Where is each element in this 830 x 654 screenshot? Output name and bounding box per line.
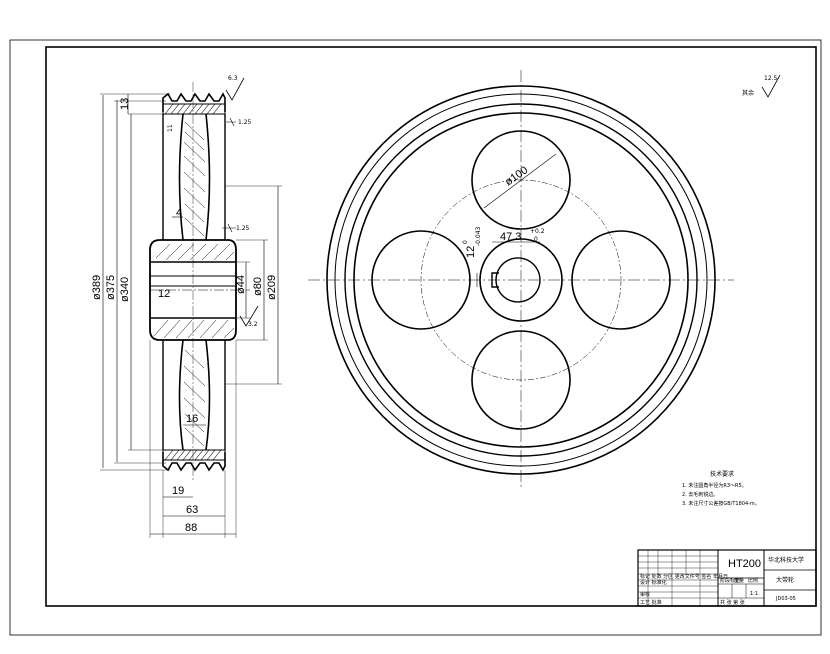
title-block-frame <box>637 549 817 607</box>
dim-44: ø44 <box>235 275 247 294</box>
bore-circle <box>495 257 541 303</box>
dim-11: 11 <box>167 124 174 132</box>
dim-12: 12 <box>158 288 170 300</box>
roughness-125-top: 1.25 <box>238 119 252 126</box>
outer-web-lines-bottom <box>162 340 226 450</box>
tech-requirement-1: 1. 未注圆角半径为R3～R5。 <box>682 482 747 489</box>
title-row-2: 设计 标准化 <box>640 579 667 586</box>
scale-value: 1:1 <box>750 591 758 597</box>
corner-roughness-label: 其余 <box>742 89 754 97</box>
title-row-4: 工艺 批准 <box>640 599 662 606</box>
dim-88: 88 <box>185 522 197 534</box>
web-lower <box>178 339 211 451</box>
drawing-number: JD03-05 <box>775 596 796 602</box>
inner-border <box>45 46 817 607</box>
outer-border <box>9 39 822 636</box>
scale-label: 比例 <box>748 577 758 584</box>
weight-label: 重量 <box>734 577 744 584</box>
dim-80: ø80 <box>252 277 264 296</box>
outer-web-lines-top <box>162 114 226 240</box>
web-upper-hatch <box>183 121 206 237</box>
dim-4: 4 <box>176 207 182 219</box>
roughness-leader-125-mid <box>222 223 236 233</box>
dim-d100: ø100 <box>503 164 530 188</box>
title-block <box>637 549 817 607</box>
corner-roughness-value: 12.5 <box>764 75 778 82</box>
hub-outline <box>149 239 237 341</box>
dim-340: ø340 <box>119 277 131 302</box>
bottom-rim-body <box>162 449 226 461</box>
dim-63: 63 <box>186 504 198 516</box>
dim-key-depth-tol-lower: 0 <box>534 236 538 243</box>
bottom-rim-hatch <box>164 449 222 461</box>
dim-key-width-tol-upper: 0 <box>462 240 469 244</box>
dim-16: 16 <box>186 413 198 425</box>
bottom-rim-grooves <box>162 452 226 472</box>
dim-13: 13 <box>119 98 131 110</box>
dim-19: 19 <box>172 485 184 497</box>
tech-requirements-title: 技术要求 <box>710 470 734 478</box>
roughness-symbol-top <box>225 77 245 101</box>
dim-key-depth: 47.3 <box>500 231 521 243</box>
front-view <box>308 70 781 490</box>
tech-requirement-3: 3. 未注尺寸公差按GB/T1804-m。 <box>682 500 760 507</box>
dim-line-d100 <box>483 153 557 209</box>
roughness-125-mid: 1.25 <box>236 225 250 232</box>
title-row-1: 标记 处数 分区 更改文件号 签名 年月日 <box>640 573 728 580</box>
corner-roughness-symbol <box>761 74 781 98</box>
dim-389: ø389 <box>91 275 103 300</box>
dim-key-width-tol-lower: -0.043 <box>475 226 482 246</box>
top-rim-grooves <box>162 92 226 112</box>
roughness-32: 3.2 <box>248 321 258 328</box>
web-upper <box>178 113 211 241</box>
dim-key-depth-tol-upper: +0.2 <box>530 228 545 235</box>
stage-label: 阶段标记 <box>720 577 740 584</box>
tech-requirement-2: 2. 去毛刺锐边。 <box>682 491 718 498</box>
hub-hatch-top <box>155 243 235 261</box>
title-block-left-rows <box>638 555 718 599</box>
title-row-3: 审核 <box>640 591 650 598</box>
dim-key-width: 12 <box>465 246 477 258</box>
side-view <box>100 77 282 538</box>
part-name: 大带轮 <box>776 576 794 584</box>
material: HT200 <box>728 558 761 570</box>
roughness-symbol-32 <box>239 305 259 327</box>
top-rim-hatch <box>164 103 222 115</box>
dim-209: ø209 <box>266 275 278 300</box>
title-block-left-cols <box>647 550 701 606</box>
school-name: 华北科技大学 <box>768 556 804 564</box>
dim-375: ø375 <box>105 275 117 300</box>
roughness-leader-125-top <box>226 117 236 127</box>
hub-hatch-bottom <box>153 319 235 339</box>
roughness-63: 6.3 <box>228 75 238 82</box>
sheet-label: 共 张 第 张 <box>720 599 745 606</box>
web-lower-hatch <box>183 349 206 447</box>
